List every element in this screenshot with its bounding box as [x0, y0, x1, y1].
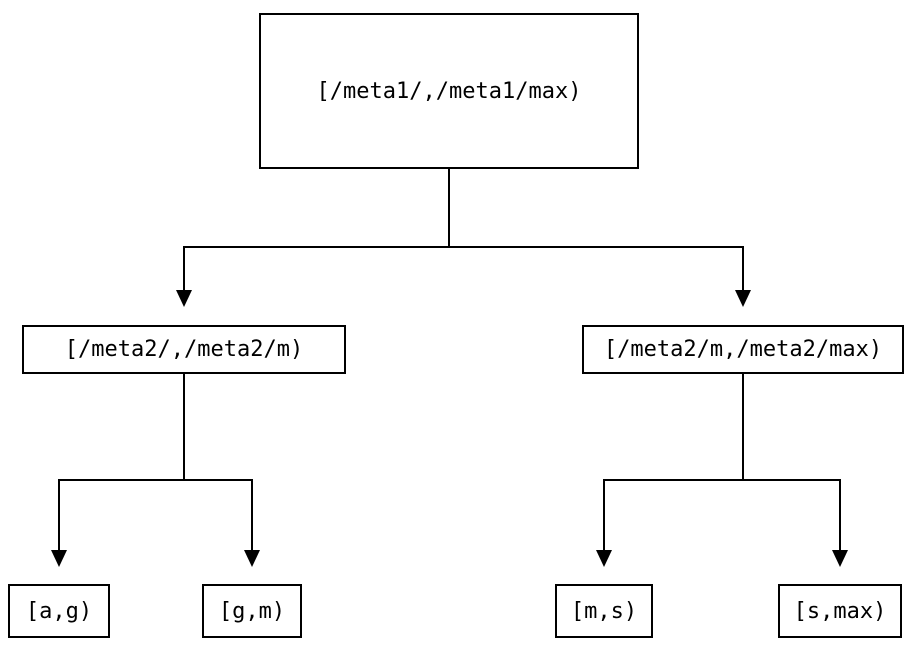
node-leaf-ms-label: [m,s)	[570, 598, 638, 624]
node-leaf-gm-label: [g,m)	[218, 598, 286, 624]
node-left-child-label: [/meta2/,/meta2/m)	[64, 337, 304, 362]
edge-right-leaf-ms	[603, 374, 744, 551]
node-right-child: [/meta2/m,/meta2/max)	[582, 325, 904, 374]
node-leaf-smax: [s,max)	[778, 584, 902, 638]
edge-right-leaf-smax	[742, 374, 841, 551]
arrow-down-icon	[832, 550, 848, 567]
node-right-child-label: [/meta2/m,/meta2/max)	[603, 337, 883, 362]
node-leaf-ag-label: [a,g)	[25, 598, 93, 624]
node-leaf-smax-label: [s,max)	[793, 598, 887, 624]
arrow-down-icon	[51, 550, 67, 567]
node-root-label: [/meta1/,/meta1/max)	[316, 78, 582, 104]
node-left-child: [/meta2/,/meta2/m)	[22, 325, 346, 374]
node-leaf-gm: [g,m)	[202, 584, 302, 638]
edge-root-left	[183, 169, 450, 291]
node-leaf-ag: [a,g)	[8, 584, 110, 638]
arrow-down-icon	[596, 550, 612, 567]
node-root: [/meta1/,/meta1/max)	[259, 13, 639, 169]
edge-left-leaf-ag	[58, 374, 185, 551]
arrow-down-icon	[244, 550, 260, 567]
arrow-down-icon	[176, 290, 192, 307]
edge-root-right	[448, 169, 744, 291]
node-leaf-ms: [m,s)	[555, 584, 653, 638]
arrow-down-icon	[735, 290, 751, 307]
edge-left-leaf-gm	[183, 374, 253, 551]
